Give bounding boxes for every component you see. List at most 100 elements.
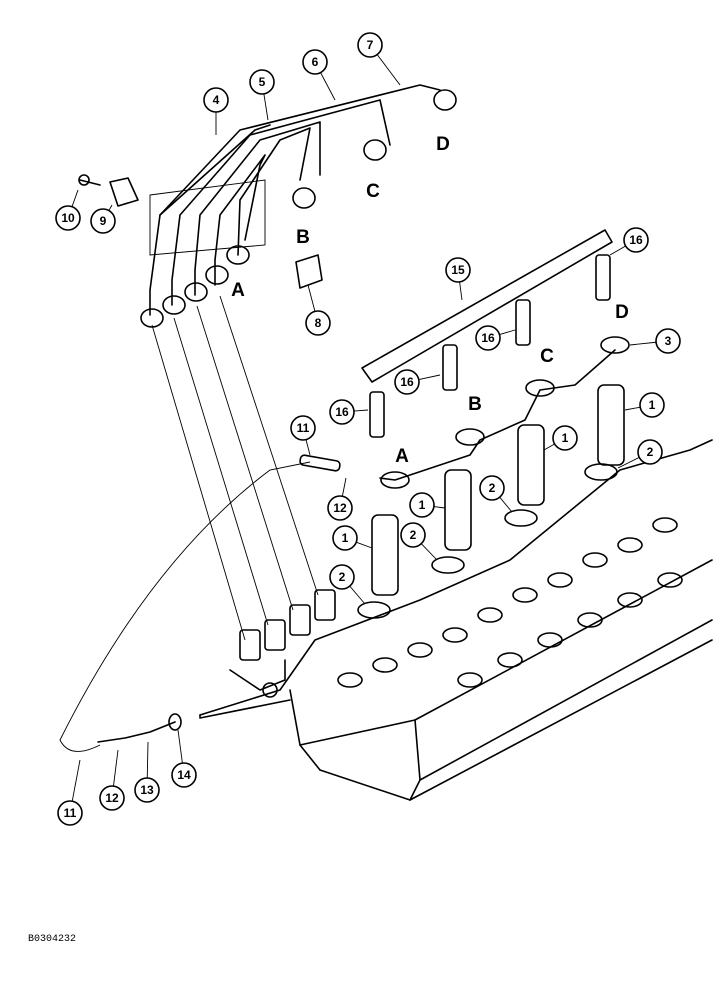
callout-number: 9	[100, 214, 107, 228]
callout-14: 14	[171, 729, 197, 788]
callout-2: 2	[479, 475, 513, 513]
callout-circle	[655, 328, 681, 354]
pump-outlets	[229, 589, 336, 698]
injectors	[357, 384, 625, 619]
callout-15: 15	[445, 257, 471, 301]
callout-circle	[475, 325, 501, 351]
callout-number: 2	[647, 445, 654, 459]
callout-circle	[305, 310, 331, 336]
callout-number: 1	[562, 431, 569, 445]
callout-circle	[134, 777, 160, 803]
leader-line	[624, 406, 641, 411]
callout-circle	[639, 392, 665, 418]
leader-line	[433, 506, 446, 509]
callout-5: 5	[249, 69, 275, 121]
callout-number: 12	[333, 501, 347, 515]
leader-line	[349, 585, 366, 605]
leak-off-return-line	[379, 336, 630, 489]
callout-circle	[55, 205, 81, 231]
callout-16: 16	[475, 325, 516, 351]
callout-2: 2	[617, 439, 663, 469]
callout-2: 2	[400, 522, 438, 561]
leader-line	[307, 284, 316, 312]
leader-line	[617, 456, 640, 469]
callout-number: 2	[339, 570, 346, 584]
fuel-injection-lines	[140, 84, 457, 641]
line-bracket	[295, 254, 323, 289]
callout-circle	[171, 762, 197, 788]
callout-2: 2	[329, 564, 366, 605]
callout-16: 16	[329, 399, 369, 425]
callout-number: 13	[140, 783, 154, 797]
callout-12: 12	[327, 477, 353, 521]
position-letter-a: A	[231, 280, 245, 301]
leader-line	[177, 729, 183, 764]
position-letter-c: C	[366, 181, 380, 202]
leader-line	[113, 749, 119, 787]
callout-number: 16	[400, 375, 414, 389]
callout-number: 16	[629, 233, 643, 247]
callout-6: 6	[302, 49, 336, 101]
callout-circle	[290, 415, 316, 441]
callout-9: 9	[90, 204, 116, 234]
head-bolt-holes	[337, 517, 683, 688]
callout-3: 3	[629, 328, 681, 354]
callout-circle	[409, 492, 435, 518]
callout-11: 11	[290, 415, 316, 456]
callout-circle	[637, 439, 663, 465]
callout-circle	[329, 564, 355, 590]
callout-7: 7	[357, 32, 401, 86]
leader-line	[305, 439, 311, 456]
bolt	[79, 179, 101, 186]
leader-line	[420, 543, 438, 561]
leader-line	[418, 374, 441, 380]
position-letter-b: B	[296, 227, 310, 248]
callout-number: 14	[177, 768, 191, 782]
position-letter-d: D	[615, 302, 629, 323]
figure-id: B0304232	[28, 934, 77, 945]
callout-circle	[249, 69, 275, 95]
callout-16: 16	[609, 227, 649, 256]
leader-line	[108, 204, 113, 211]
callout-13: 13	[134, 741, 160, 803]
callout-8: 8	[305, 284, 331, 336]
leader-line	[341, 477, 347, 497]
callout-number: 2	[489, 481, 496, 495]
callout-number: 3	[665, 334, 672, 348]
leader-line	[609, 245, 626, 256]
position-letter-b: B	[468, 394, 482, 415]
callout-number: 11	[64, 806, 77, 820]
callout-number: 16	[335, 405, 349, 419]
return-fittings	[97, 721, 176, 743]
callout-circle	[479, 475, 505, 501]
leader-line	[499, 496, 513, 513]
leader-line	[629, 341, 657, 346]
callout-circle	[623, 227, 649, 253]
callout-number: 8	[315, 316, 322, 330]
callout-circle	[552, 425, 578, 451]
callout-number: 12	[105, 791, 119, 805]
callout-10: 10	[55, 189, 81, 231]
callout-16: 16	[394, 369, 441, 395]
callout-number: 10	[61, 211, 75, 225]
callout-number: 16	[481, 331, 495, 345]
fuel-return-hose	[59, 461, 311, 752]
callout-circle	[400, 522, 426, 548]
callout-1: 1	[332, 525, 373, 551]
callout-4: 4	[203, 87, 229, 135]
callout-number: 6	[312, 55, 319, 69]
callout-number: 2	[410, 528, 417, 542]
callout-1: 1	[409, 492, 446, 518]
leader-line	[356, 541, 373, 549]
callout-circle	[445, 257, 471, 283]
callout-number: 7	[367, 38, 374, 52]
callout-circle	[203, 87, 229, 113]
leader-line	[71, 189, 79, 207]
leader-line	[146, 741, 149, 779]
leader-line	[459, 281, 463, 301]
position-letter-a: A	[395, 446, 409, 467]
leader-line	[320, 72, 336, 101]
